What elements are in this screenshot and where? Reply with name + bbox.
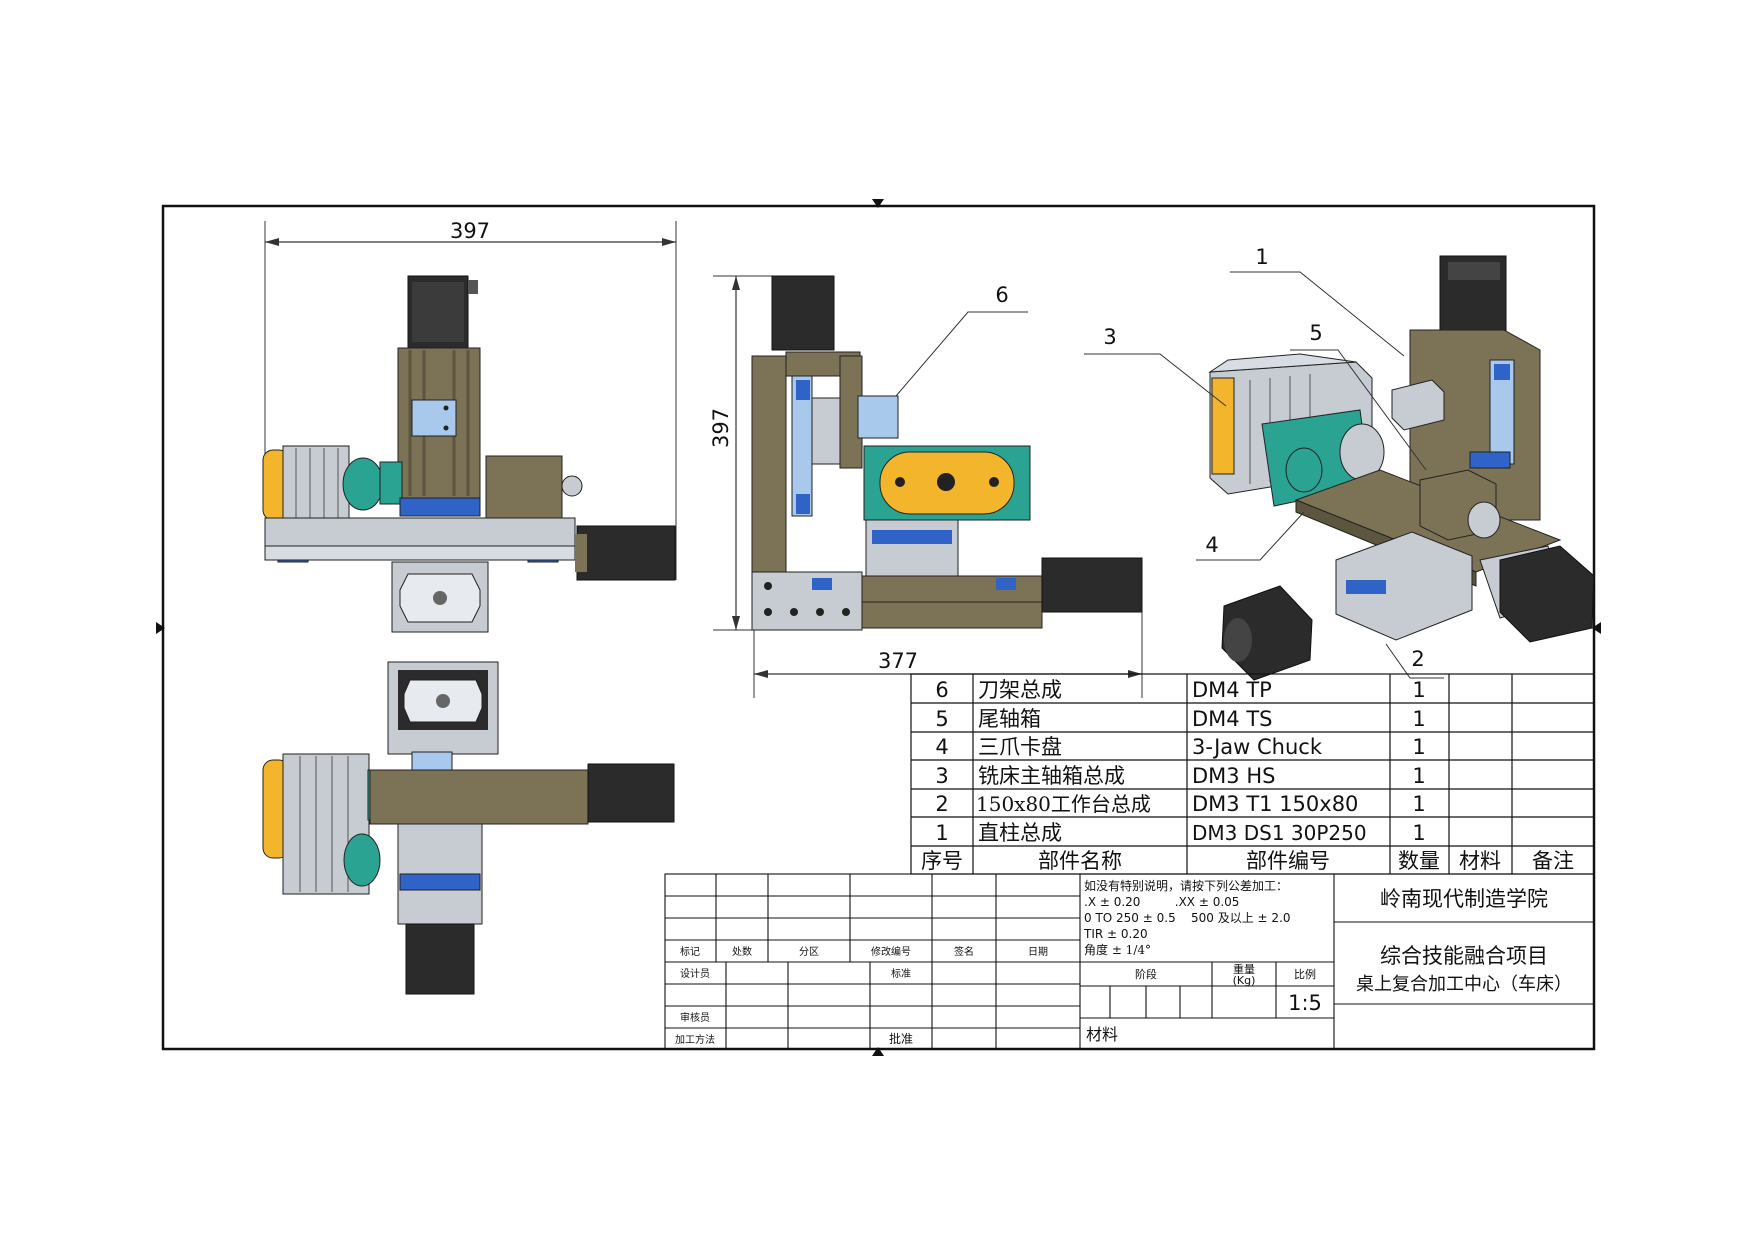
- label-weight-unit: (Kg): [1233, 974, 1256, 987]
- tolerance-line: TIR ± 0.20: [1083, 927, 1148, 941]
- label-date: 日期: [1028, 946, 1048, 958]
- institution-name: 岭南现代制造学院: [1380, 887, 1548, 911]
- bom-qty: 1: [1412, 735, 1425, 759]
- bom-header-code: 部件编号: [1246, 849, 1330, 873]
- bom-table: [910, 673, 1595, 875]
- bom-name: 直柱总成: [978, 821, 1062, 845]
- balloon-3: 3: [1103, 325, 1116, 349]
- dim-front-width: 397: [450, 219, 490, 243]
- bom-code: DM3 DS1 30P250: [1192, 821, 1367, 845]
- bom-row: 2 150x80工作台总成 DM3 T1 150x80 1: [935, 792, 1425, 816]
- tolerance-notes: 如没有特别说明，请按下列公差加工： .X ± 0.20 .XX ± 0.05 0…: [1083, 878, 1290, 957]
- bom-index: 1: [935, 821, 948, 845]
- bom-index: 4: [935, 735, 948, 759]
- bom-header-index: 序号: [921, 849, 963, 873]
- bom-header: 序号 部件名称 部件编号 数量 材料 备注: [921, 849, 1574, 873]
- bom-row: 1 直柱总成 DM3 DS1 30P250 1: [935, 821, 1425, 845]
- bom-qty: 1: [1412, 792, 1425, 816]
- bom-row: 5 尾轴箱 DM4 TS 1: [935, 707, 1425, 731]
- label-designer: 设计员: [680, 967, 710, 980]
- bom-index: 6: [935, 678, 948, 702]
- bom-code: DM3 HS: [1192, 764, 1275, 788]
- bom-row: 3 铣床主轴箱总成 DM3 HS 1: [935, 764, 1425, 788]
- tolerance-line: 角度 ± 1/4°: [1084, 942, 1151, 957]
- label-change-no: 修改编号: [871, 945, 911, 958]
- bom-index: 5: [935, 707, 948, 731]
- bom-index: 2: [935, 792, 948, 816]
- bom-qty: 1: [1412, 707, 1425, 731]
- bom-rows: 6 刀架总成 DM4 TP 1 5 尾轴箱 DM4 TS 1 4 三爪卡盘 3-…: [921, 678, 1574, 873]
- label-zone: 分区: [799, 946, 819, 958]
- center-mark-right: [1592, 622, 1601, 634]
- isometric-view: 1 3 5 4 2: [1084, 245, 1595, 681]
- balloon-1: 1: [1255, 245, 1268, 269]
- dim-side-height: 397: [709, 408, 733, 448]
- title-block-right: 岭南现代制造学院 综合技能融合项目 桌上复合加工中心（车床）: [1356, 887, 1572, 995]
- label-mark: 标记: [680, 946, 700, 958]
- label-standard: 标准: [891, 968, 911, 980]
- label-weight: 重量: [1233, 962, 1255, 976]
- balloon-4: 4: [1205, 533, 1218, 557]
- tolerance-line: 0 TO 250 ± 0.5 500 及以上 ± 2.0: [1084, 911, 1290, 925]
- title-block-labels: 标记 处数 分区 修改编号 签名 日期 设计员 标准 审核员 加工方法 批准: [675, 945, 1048, 1046]
- center-mark-top: [872, 199, 884, 208]
- bom-header-qty: 数量: [1398, 849, 1440, 873]
- bom-name: 尾轴箱: [978, 707, 1041, 731]
- bom-qty: 1: [1412, 764, 1425, 788]
- bom-name: 三爪卡盘: [978, 735, 1062, 759]
- center-mark-left: [156, 622, 165, 634]
- balloon-5: 5: [1309, 321, 1322, 345]
- bom-header-note: 备注: [1532, 849, 1574, 873]
- bom-qty: 1: [1412, 678, 1425, 702]
- front-view: 397: [262, 219, 677, 633]
- label-process: 加工方法: [675, 1033, 715, 1046]
- bom-code: DM4 TP: [1192, 678, 1272, 702]
- bom-row: 4 三爪卡盘 3-Jaw Chuck 1: [935, 735, 1425, 759]
- label-approve: 批准: [889, 1031, 913, 1046]
- label-stage: 阶段: [1135, 967, 1157, 981]
- bom-code: DM3 T1 150x80: [1192, 792, 1358, 816]
- dim-side-width: 377: [878, 649, 918, 673]
- bom-name: 150x80工作台总成: [976, 792, 1151, 816]
- tolerance-line: .X ± 0.20 .XX ± 0.05: [1084, 895, 1239, 909]
- label-sign: 签名: [954, 945, 974, 958]
- project-name: 综合技能融合项目: [1380, 944, 1548, 968]
- tolerance-line: 如没有特别说明，请按下列公差加工：: [1084, 878, 1288, 893]
- bom-name: 刀架总成: [978, 678, 1062, 702]
- label-reviewer: 审核员: [680, 1011, 710, 1024]
- top-view: [262, 661, 675, 995]
- bom-index: 3: [935, 764, 948, 788]
- balloon-6: 6: [995, 283, 1008, 307]
- title-block-middle: 阶段 重量 (Kg) 比例 1:5 材料: [1086, 962, 1322, 1044]
- bom-qty: 1: [1412, 821, 1425, 845]
- bom-code: 3-Jaw Chuck: [1192, 735, 1323, 759]
- drawing-title: 桌上复合加工中心（车床）: [1356, 974, 1572, 995]
- bom-header-name: 部件名称: [1038, 849, 1122, 873]
- label-scale: 比例: [1294, 967, 1316, 981]
- center-mark-bottom: [872, 1047, 884, 1056]
- bom-name: 铣床主轴箱总成: [978, 764, 1125, 788]
- side-view: 397 377: [709, 275, 1143, 698]
- bom-header-material: 材料: [1459, 849, 1501, 873]
- label-count: 处数: [732, 945, 752, 958]
- balloon-2: 2: [1411, 647, 1424, 671]
- bom-code: DM4 TS: [1192, 707, 1272, 731]
- bom-row: 6 刀架总成 DM4 TP 1: [935, 678, 1425, 702]
- title-block-grid: [664, 873, 1595, 1050]
- label-material: 材料: [1086, 1025, 1118, 1044]
- scale-value: 1:5: [1288, 991, 1322, 1015]
